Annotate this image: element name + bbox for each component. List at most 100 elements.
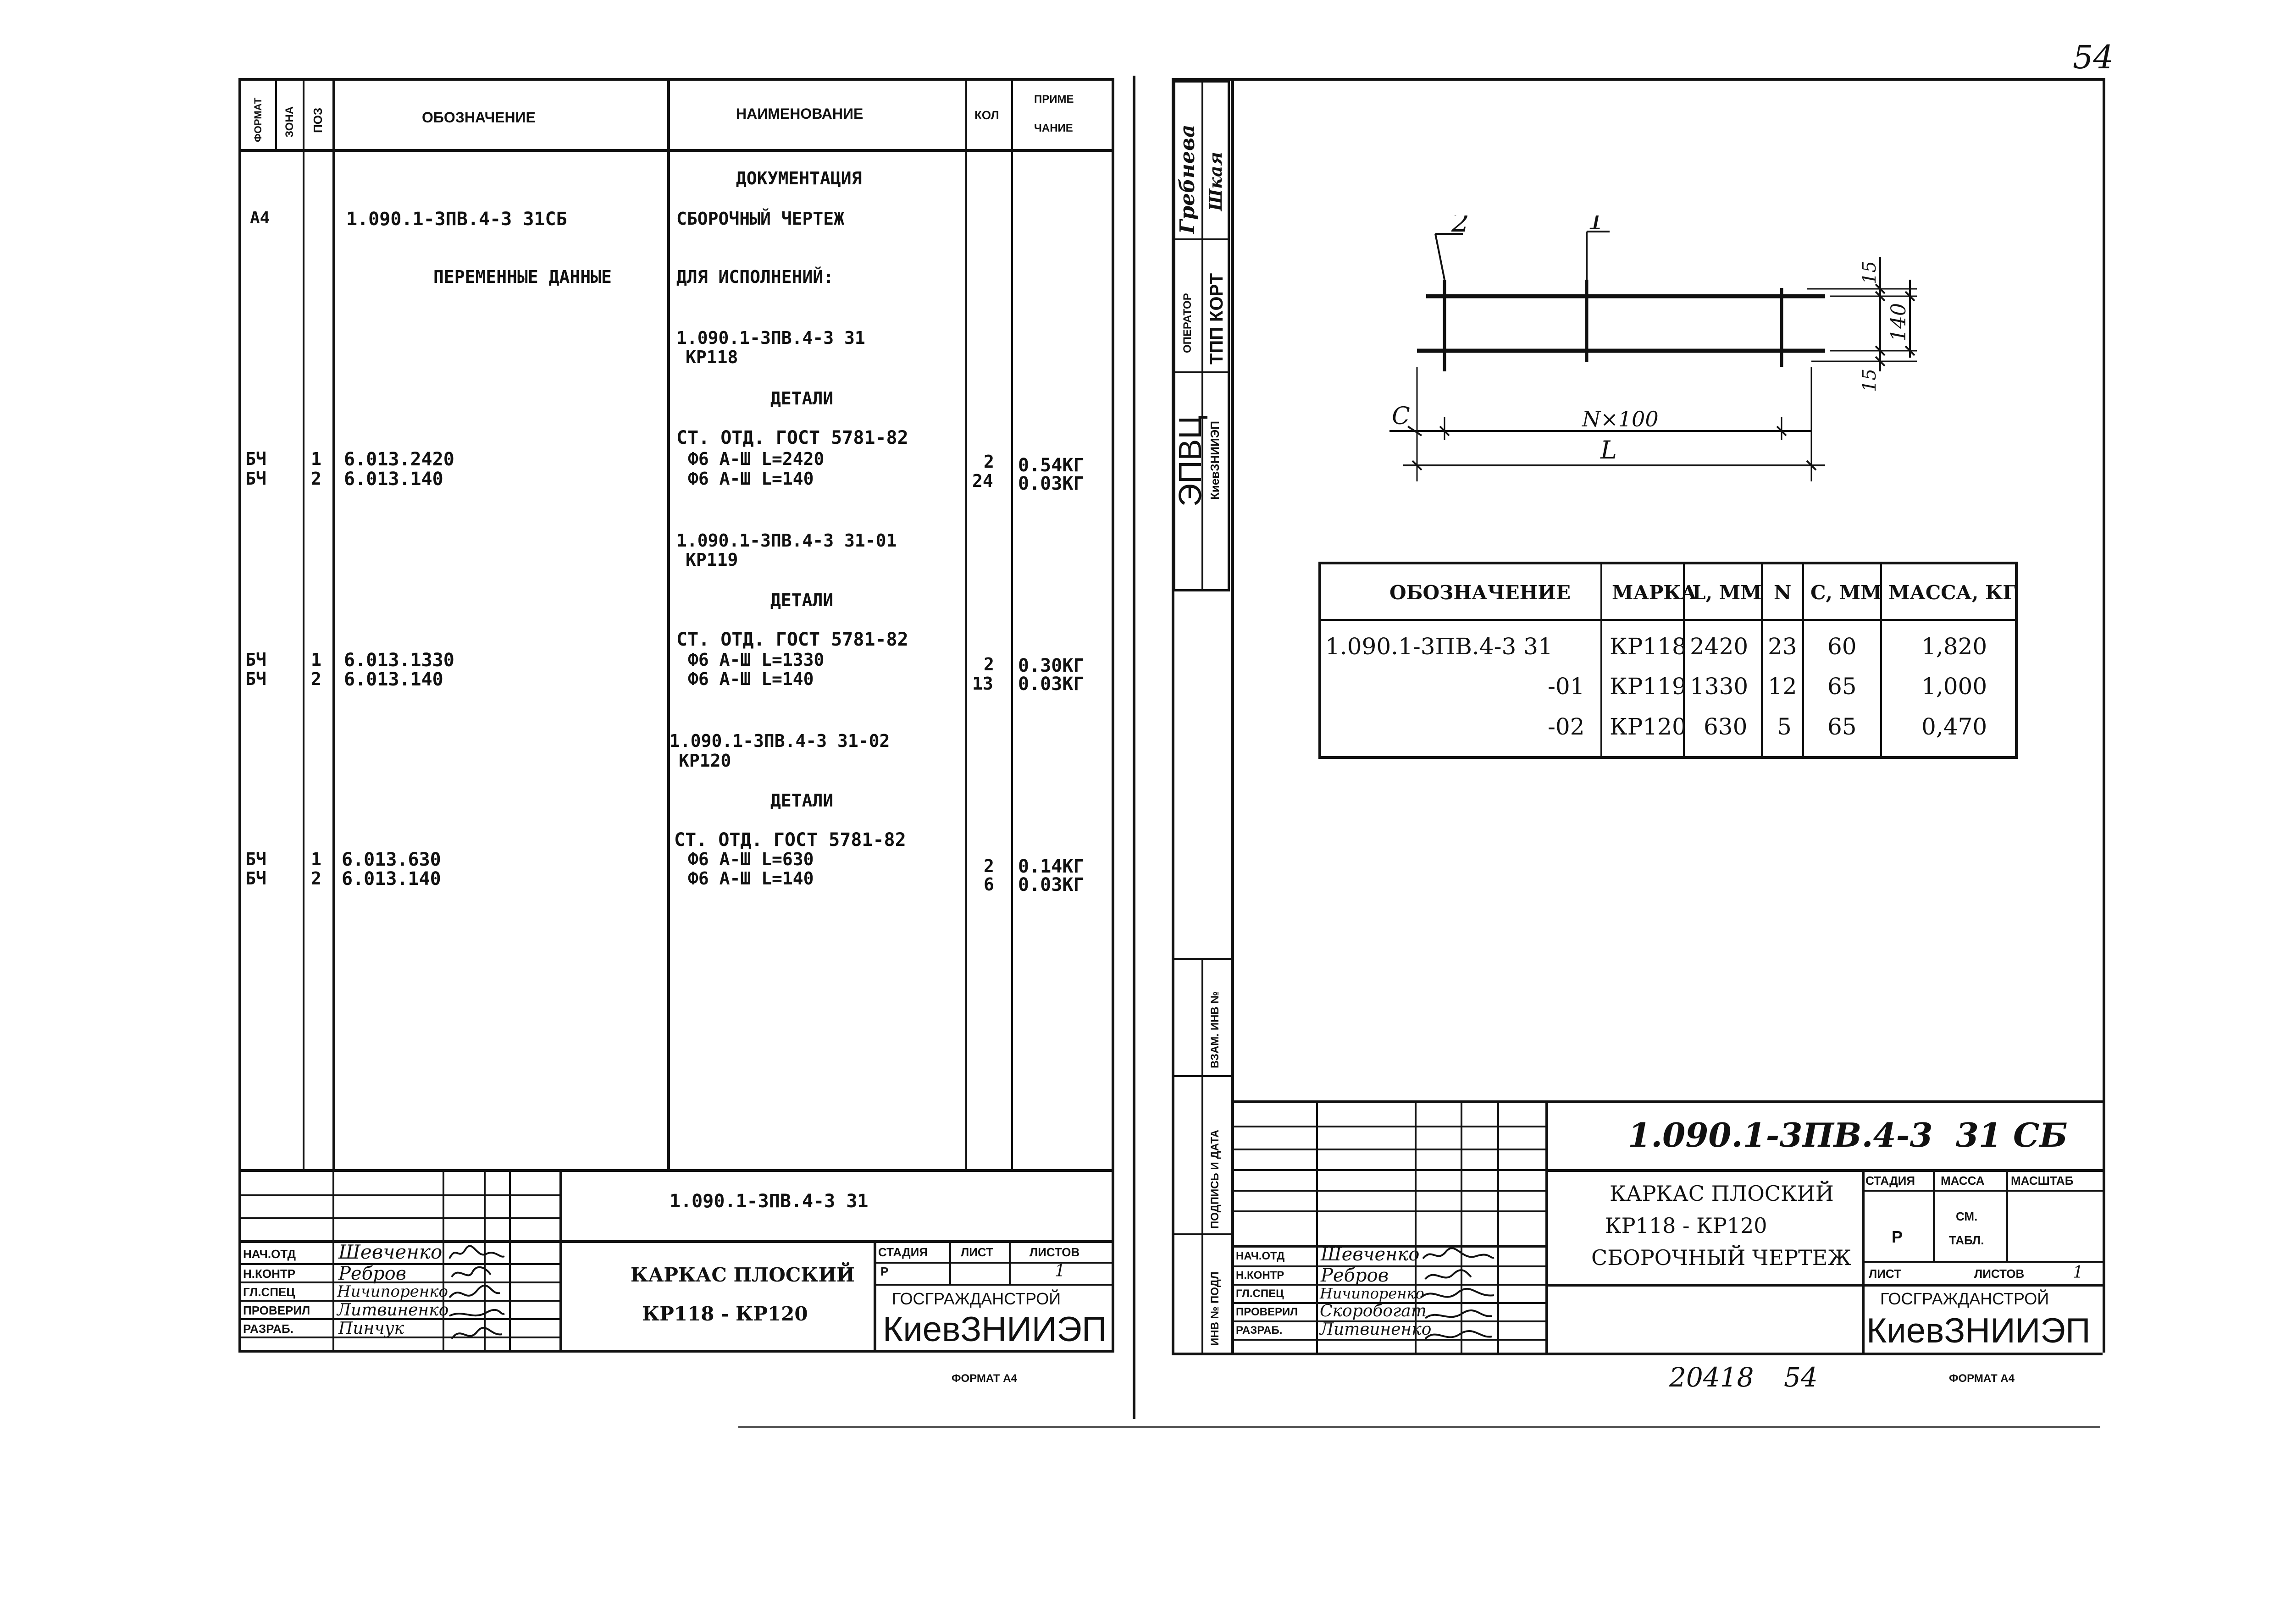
spec-role-3: ПРОВЕРИЛ <box>243 1304 310 1317</box>
signatures-left <box>448 1245 505 1340</box>
header-note-1: ПРИМЕ <box>1034 93 1074 105</box>
author-1: Гребнева <box>1176 124 1199 234</box>
spec-title-line1: КАРКАС ПЛОСКИЙ <box>631 1264 855 1286</box>
table-header: С, ММ <box>1810 581 1882 604</box>
header-format: ФОРМАТ <box>252 98 264 142</box>
drawing-person-2: Ничипоренко <box>1320 1285 1424 1302</box>
table-header: N <box>1774 581 1792 604</box>
spec-doc-number: 1.090.1-3ПВ.4-3 31 <box>670 1191 869 1212</box>
drawing-doc-number: 1.090.1-3ПВ.4-3 31 СБ <box>1628 1116 2068 1154</box>
margin-sign-date: ПОДПИСЬ И ДАТА <box>1209 1129 1221 1229</box>
operator-label: ОПЕРАТОР <box>1181 293 1194 353</box>
variable-data: ПЕРЕМЕННЫЕ ДАННЫЕ <box>433 267 612 287</box>
spec-sheets-value: 1 <box>1055 1262 1065 1281</box>
drawing-title-line1: КАРКАС ПЛОСКИЙ <box>1610 1181 1834 1206</box>
version-mark: КР119 <box>686 550 738 570</box>
doc-designation: 1.090.1-3ПВ.4-3 31СБ <box>346 209 567 230</box>
author-2: Шкая <box>1205 152 1226 211</box>
details-heading: ДЕТАЛИ <box>770 388 834 409</box>
spec-frame <box>238 78 1114 1353</box>
spec-role-2: ГЛ.СПЕЦ <box>243 1285 295 1299</box>
spec-sheet-label: ЛИСТ <box>961 1245 993 1259</box>
spec-person-3: Литвиненко <box>337 1301 449 1320</box>
drawing-mass-value-2: ТАБЛ. <box>1949 1233 1984 1247</box>
page-number: 54 <box>2073 39 2114 76</box>
material: СТ. ОТД. ГОСТ 5781-82 <box>674 829 906 851</box>
drawing-role-0: НАЧ.ОТД <box>1236 1250 1285 1262</box>
header-pos: ПОЗ <box>311 107 325 133</box>
drawing-sheets-value: 1 <box>2073 1263 2083 1282</box>
drawing-mass-label: МАССА <box>1941 1174 1985 1188</box>
margin-inv: ИНВ № ПОДЛ <box>1209 1271 1221 1346</box>
format-label-right: ФОРМАТ А4 <box>1949 1372 2015 1385</box>
table-header: МАССА, КГ <box>1888 581 2016 604</box>
drawing-sheets-label: ЛИСТОВ <box>1974 1267 2025 1281</box>
spec-title-line2: КР118 - КР120 <box>642 1303 808 1325</box>
spec-sheets-label: ЛИСТОВ <box>1030 1245 1080 1259</box>
details-heading: ДЕТАЛИ <box>770 790 834 811</box>
drawing-stage-label: СТАДИЯ <box>1865 1174 1915 1188</box>
drawing-person-3: Скоробогат <box>1320 1302 1427 1320</box>
version-mark: КР120 <box>679 751 731 771</box>
header-zone: ЗОНА <box>283 106 296 138</box>
drawing-org: ГОСГРАЖДАНСТРОЙ <box>1880 1289 2049 1308</box>
header-designation: ОБОЗНАЧЕНИЕ <box>422 109 536 126</box>
archive-page: 54 <box>1784 1362 1818 1393</box>
doc-name: СБОРОЧНЫЙ ЧЕРТЕЖ <box>676 209 845 229</box>
table-header: МАРКА <box>1612 581 1697 604</box>
table-header: L, ММ <box>1692 581 1762 604</box>
dim-l: L <box>1600 436 1617 464</box>
epvc-sub: КиевЗНИИЭП <box>1208 421 1222 500</box>
spec-person-4: Пинчук <box>338 1319 404 1338</box>
archive-number: 20418 <box>1669 1362 1754 1393</box>
material: СТ. ОТД. ГОСТ 5781-82 <box>676 427 908 448</box>
spec-role-0: НАЧ.ОТД <box>243 1247 296 1261</box>
spec-org: ГОСГРАЖДАНСТРОЙ <box>892 1289 1061 1308</box>
epvc-label: ЭПВЦ <box>1172 415 1208 507</box>
drawing-person-0: Шевченко <box>1321 1244 1420 1265</box>
drawing-role-4: РАЗРАБ. <box>1236 1324 1283 1337</box>
details-heading: ДЕТАЛИ <box>770 590 834 610</box>
dim-140: 140 <box>1887 303 1910 342</box>
spec-stage-label: СТАДИЯ <box>878 1245 928 1259</box>
spec-person-1: Ребров <box>338 1263 406 1284</box>
signatures-right <box>1420 1247 1494 1340</box>
drawing-role-1: Н.КОНТР <box>1236 1269 1284 1282</box>
drawing-role-2: ГЛ.СПЕЦ <box>1236 1287 1284 1300</box>
tpp-label: ТПП КОРТ <box>1207 273 1227 365</box>
version-number: 1.090.1-3ПВ.4-3 31-02 <box>670 731 890 751</box>
callout-pos-1: 1 <box>1588 215 1605 236</box>
spec-institute: КиевЗНИИЭП <box>883 1310 1107 1349</box>
dim-15-top: 15 <box>1859 261 1880 284</box>
drawing-scale-label: МАСШТАБ <box>2011 1174 2074 1188</box>
for-versions: ДЛЯ ИСПОЛНЕНИЙ: <box>676 267 834 287</box>
material: СТ. ОТД. ГОСТ 5781-82 <box>676 629 908 650</box>
drawing-mass-value-1: СМ. <box>1956 1210 1978 1223</box>
margin-replace: ВЗАМ. ИНВ № <box>1209 991 1221 1068</box>
drawing-sheet-label: ЛИСТ <box>1869 1267 1901 1281</box>
format-label-left: ФОРМАТ А4 <box>952 1372 1017 1385</box>
drawing-person-1: Ребров <box>1321 1265 1389 1286</box>
dim-15-bottom: 15 <box>1859 369 1880 392</box>
spec-role-4: РАЗРАБ. <box>243 1322 293 1336</box>
header-note-2: ЧАНИЕ <box>1034 122 1073 134</box>
version-number: 1.090.1-3ПВ.4-3 31-01 <box>676 530 897 551</box>
doc-format: А4 <box>250 209 270 227</box>
drawing-title-line2: КР118 - КР120 <box>1605 1213 1767 1238</box>
drawing-title-line3: СБОРОЧНЫЙ ЧЕРТЕЖ <box>1591 1245 1852 1270</box>
assembly-drawing: 2 1 15 140 15 С N×100 L <box>1389 215 1917 481</box>
spec-person-0: Шевченко <box>338 1241 443 1263</box>
table-header: ОБОЗНАЧЕНИЕ <box>1389 581 1571 604</box>
drawing-person-4: Литвиненко <box>1320 1320 1432 1339</box>
spec-role-1: Н.КОНТР <box>243 1267 296 1281</box>
spec-stage-value: Р <box>880 1265 889 1278</box>
callout-pos-2: 2 <box>1451 215 1469 238</box>
header-qty: КОЛ <box>974 108 999 122</box>
drawing-institute: КиевЗНИИЭП <box>1866 1311 2091 1350</box>
spec-person-2: Ничипоренко <box>337 1282 448 1301</box>
version-number: 1.090.1-3ПВ.4-3 31 <box>676 328 865 348</box>
dim-n100: N×100 <box>1582 407 1659 431</box>
version-mark: КР118 <box>686 347 738 367</box>
header-name: НАИМЕНОВАНИЕ <box>736 105 863 122</box>
section-documentation: ДОКУМЕНТАЦИЯ <box>736 168 862 188</box>
